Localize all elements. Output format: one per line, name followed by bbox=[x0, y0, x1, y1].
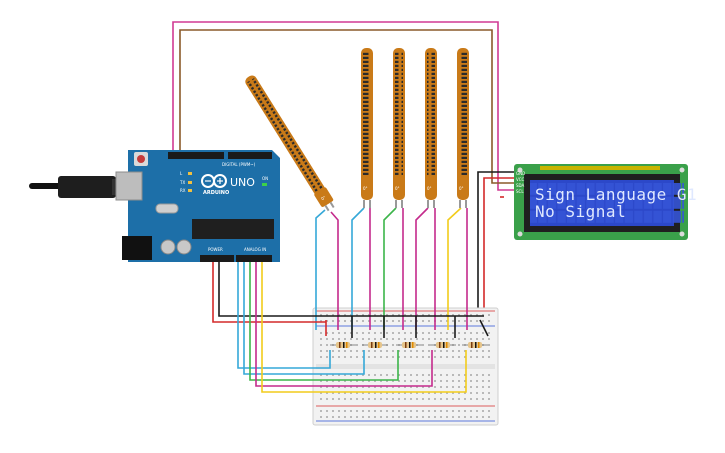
lcd-line-2: No Signal bbox=[535, 202, 626, 221]
flex-sensor-1: 0° bbox=[245, 75, 335, 212]
arduino-brand: ARDUINO bbox=[203, 190, 229, 196]
flex-sensors: 0° 0° 0° 0° 0° bbox=[245, 48, 469, 212]
resistors bbox=[330, 342, 488, 348]
header-analog-label: ANALOG IN bbox=[244, 247, 266, 252]
wire-brown-top bbox=[179, 29, 514, 184]
digital-header-1 bbox=[168, 152, 224, 159]
wires-top bbox=[172, 21, 514, 318]
usb-plug bbox=[58, 176, 116, 198]
usb-port bbox=[115, 171, 143, 201]
wire-pink-top bbox=[172, 21, 514, 191]
power-jack bbox=[122, 236, 152, 260]
wire-a1 bbox=[243, 262, 365, 375]
lcd-pin-gnd: GND bbox=[516, 171, 525, 176]
digital-header-2 bbox=[228, 152, 272, 159]
resistor-2 bbox=[362, 342, 388, 348]
flex-sensor-5: 0° bbox=[457, 48, 469, 208]
wire-red-power bbox=[212, 262, 326, 323]
wire-a3 bbox=[255, 262, 433, 387]
flex-sensor-2-label: 0° bbox=[363, 186, 368, 191]
wires-arduino bbox=[212, 262, 484, 393]
arduino-model: UNO bbox=[230, 176, 255, 189]
led-tx-label: TX bbox=[179, 180, 185, 185]
crystal bbox=[155, 203, 179, 214]
arduino-logo-icon bbox=[201, 174, 227, 188]
resistor-3 bbox=[396, 342, 422, 348]
resistor-5 bbox=[462, 342, 488, 348]
breadboard bbox=[312, 307, 499, 426]
flex-sensor-4-label: 0° bbox=[427, 186, 432, 191]
header-power-label: POWER bbox=[208, 247, 223, 252]
lcd-pin-sda: SDA bbox=[516, 183, 525, 188]
capacitor-1 bbox=[160, 239, 176, 255]
flex-sensor-3-label: 0° bbox=[395, 186, 400, 191]
wires-sensors bbox=[315, 207, 489, 338]
resistor-4 bbox=[430, 342, 456, 348]
wire-a2 bbox=[249, 262, 399, 381]
led-l-label: L bbox=[180, 171, 183, 176]
flex-sensor-2: 0° bbox=[361, 48, 373, 208]
lcd-line-1: Sign Language G1 bbox=[535, 185, 697, 204]
wire-black-gnd bbox=[218, 262, 484, 317]
header-digital-label: DIGITAL (PWM~) bbox=[222, 162, 256, 167]
lcd-module: Sign Language G1 No Signal GND VCC SDA S… bbox=[514, 164, 697, 240]
wire-a0 bbox=[237, 262, 331, 369]
wire-red-lcd bbox=[483, 177, 514, 318]
flex-sensor-1-label: 0° bbox=[320, 195, 327, 202]
led-on-label: ON bbox=[262, 176, 268, 181]
wire-black-lcd bbox=[477, 171, 514, 318]
flex-sensor-3: 0° bbox=[393, 48, 405, 208]
analog-header bbox=[236, 255, 272, 262]
flex-sensor-4: 0° bbox=[425, 48, 437, 208]
power-header bbox=[200, 255, 234, 262]
capacitor-2 bbox=[176, 239, 192, 255]
wire-a4 bbox=[261, 262, 467, 393]
lcd-pin-scl: SCL bbox=[516, 189, 524, 194]
resistor-1 bbox=[330, 342, 356, 348]
flex-sensor-5-label: 0° bbox=[459, 186, 464, 191]
arduino-uno: DIGITAL (PWM~) ARDUINO UNO L TX RX ON PO… bbox=[29, 150, 280, 262]
lcd-pin-vcc: VCC bbox=[516, 177, 525, 182]
led-rx-label: RX bbox=[180, 188, 186, 193]
atmega-chip bbox=[192, 219, 274, 239]
